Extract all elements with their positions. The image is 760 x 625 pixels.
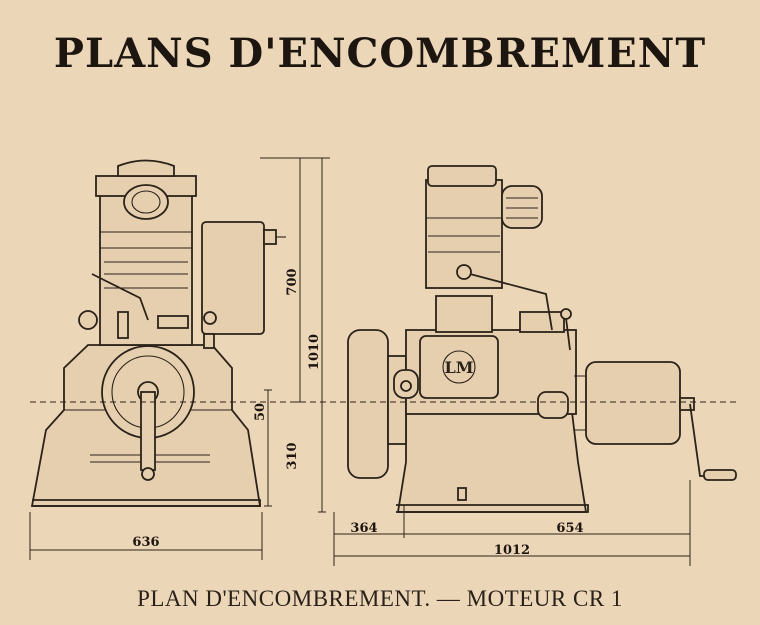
dim-height-mid: 50 xyxy=(253,403,268,421)
dim-height-total: 1010 xyxy=(307,334,322,370)
dim-height-base: 310 xyxy=(285,442,300,469)
page-title: PLANS D'ENCOMBREMENT xyxy=(53,30,707,77)
dim-width-right: 654 xyxy=(556,521,583,536)
front-view xyxy=(30,159,286,507)
dim-width-left: 364 xyxy=(350,521,377,536)
side-view: LM xyxy=(347,165,737,513)
drawing-caption: PLAN D'ENCOMBREMENT. — MOTEUR CR 1 xyxy=(137,586,623,611)
logo-lm: LM xyxy=(445,358,474,377)
horizontal-dimensions: 636 364 654 1012 xyxy=(29,480,691,566)
dim-width-front: 636 xyxy=(132,535,159,550)
dim-width-total: 1012 xyxy=(494,543,530,558)
dim-height-top: 700 xyxy=(285,268,300,295)
vertical-dimensions: 700 1010 50 310 xyxy=(253,157,330,513)
